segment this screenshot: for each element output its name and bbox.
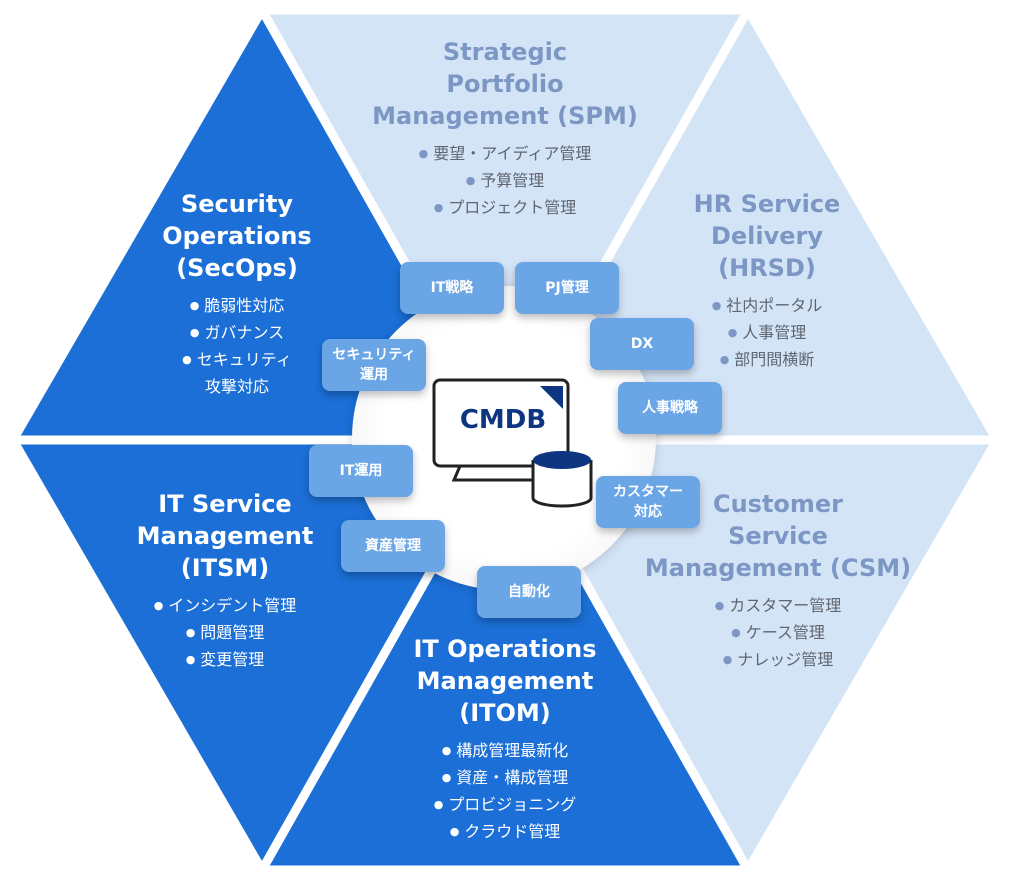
list-item: カスタマー管理 bbox=[630, 592, 926, 619]
segment-title: HR Service Delivery (HRSD) bbox=[693, 190, 841, 282]
list-item: 脆弱性対応 bbox=[137, 292, 337, 319]
segment-csm: Customer Service Management (CSM) カスタマー管… bbox=[630, 488, 926, 673]
list-item: 問題管理 bbox=[110, 619, 340, 646]
segment-title: Strategic Portfolio Management (SPM) bbox=[372, 38, 638, 130]
segment-title: Customer Service Management (CSM) bbox=[644, 490, 912, 582]
list-item: 変更管理 bbox=[110, 646, 340, 673]
list-item: 部門間横断 bbox=[667, 346, 867, 373]
segment-itom: IT Operations Management (ITOM) 構成管理最新化 … bbox=[385, 633, 625, 845]
list-item: 人事管理 bbox=[667, 319, 867, 346]
segment-secops-bg bbox=[5, 0, 513, 445]
list-item: ナレッジ管理 bbox=[630, 646, 926, 673]
list-item: プロジェクト管理 bbox=[355, 194, 655, 221]
tag-customer-support: カスタマー 対応 bbox=[596, 476, 700, 528]
segment-hrsd: HR Service Delivery (HRSD) 社内ポータル 人事管理 部… bbox=[667, 188, 867, 373]
tag-pj-management: PJ管理 bbox=[515, 262, 619, 314]
segment-itsm: IT Service Management (ITSM) インシデント管理 問題… bbox=[110, 488, 340, 673]
list-item: ケース管理 bbox=[630, 619, 926, 646]
list-item: ガバナンス bbox=[137, 319, 337, 346]
list-item: プロビジョニング bbox=[385, 791, 625, 818]
list-item: 要望・アイディア管理 bbox=[355, 140, 655, 167]
segment-title: Security Operations (SecOps) bbox=[162, 190, 312, 282]
tag-automation: 自動化 bbox=[477, 566, 581, 618]
cmdb-label: CMDB bbox=[459, 405, 547, 435]
tag-it-strategy: IT戦略 bbox=[400, 262, 504, 314]
list-item: クラウド管理 bbox=[385, 818, 625, 845]
list-item: インシデント管理 bbox=[110, 592, 340, 619]
list-item: セキュリティ 攻撃対応 bbox=[137, 346, 337, 400]
list-item: 予算管理 bbox=[355, 167, 655, 194]
tag-security-operations: セキュリティ 運用 bbox=[322, 339, 426, 391]
tag-it-operations: IT運用 bbox=[309, 445, 413, 497]
segment-secops: Security Operations (SecOps) 脆弱性対応 ガバナンス… bbox=[137, 188, 337, 400]
segment-spm: Strategic Portfolio Management (SPM) 要望・… bbox=[355, 36, 655, 221]
segment-title: IT Operations Management (ITOM) bbox=[413, 635, 597, 727]
list-item: 社内ポータル bbox=[667, 292, 867, 319]
segment-title: IT Service Management (ITSM) bbox=[136, 490, 314, 582]
list-item: 資産・構成管理 bbox=[385, 764, 625, 791]
tag-dx: DX bbox=[590, 318, 694, 370]
list-item: 構成管理最新化 bbox=[385, 737, 625, 764]
monitor-database-icon bbox=[432, 378, 593, 508]
tag-hr-strategy: 人事戦略 bbox=[618, 382, 722, 434]
tag-asset-management: 資産管理 bbox=[341, 520, 445, 572]
